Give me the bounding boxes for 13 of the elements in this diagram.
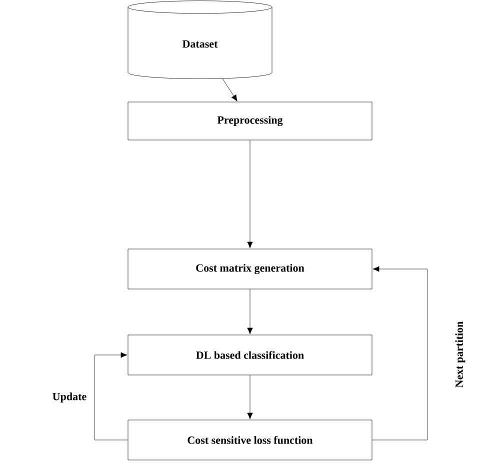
arrow — [372, 266, 428, 440]
arrow — [247, 140, 253, 248]
database-cylinder: Dataset — [128, 0, 272, 79]
arrow — [222, 78, 238, 102]
process-box: Preprocessing — [128, 102, 372, 140]
arrow — [247, 289, 253, 334]
arrow — [94, 352, 128, 440]
edge-label: Update — [51, 392, 88, 404]
edge-label: Next partition — [454, 320, 466, 389]
process-box: Cost matrix generation — [128, 248, 372, 290]
arrow — [247, 375, 253, 420]
process-box: Cost sensitive loss function — [128, 420, 372, 460]
process-box: DL based classification — [128, 334, 372, 376]
